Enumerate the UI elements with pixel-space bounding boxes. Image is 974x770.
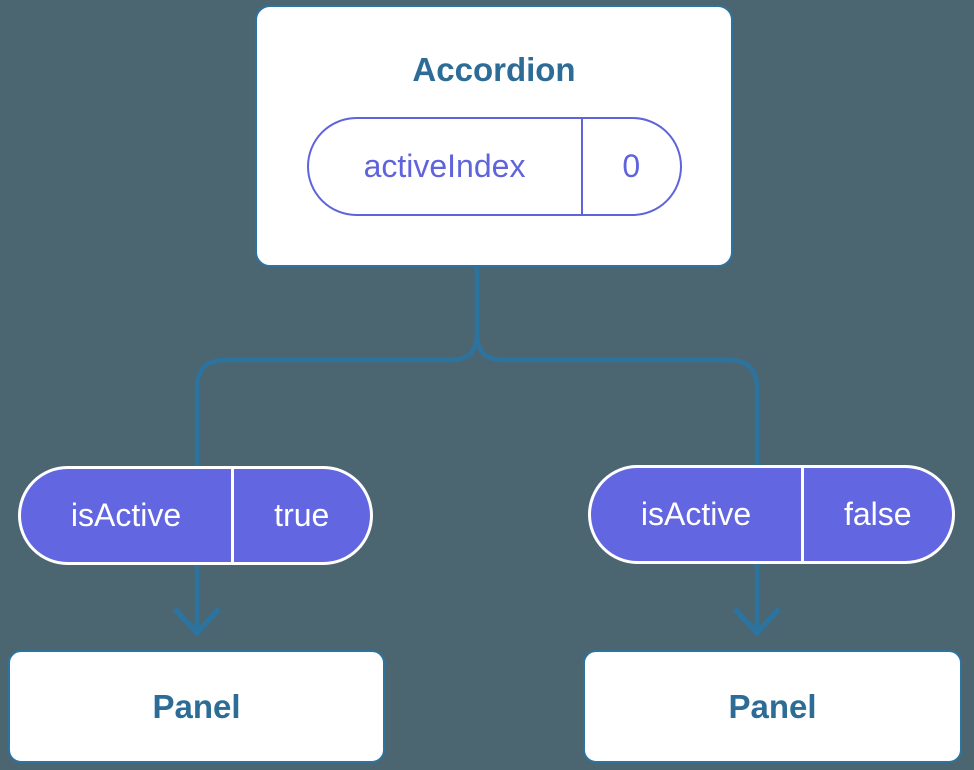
pill-divider: [231, 469, 234, 562]
state-value-label: 0: [622, 148, 641, 184]
left-connector-line: [194, 266, 480, 632]
pill-divider: [801, 468, 804, 561]
prop-pill-isactive-true: isActive true: [18, 466, 373, 565]
prop-value-label: false: [843, 496, 912, 532]
panel-title: Panel: [728, 687, 817, 725]
panel-node-left: Panel: [8, 650, 385, 763]
prop-name-label: isActive: [70, 497, 182, 533]
state-pill: activeIndex 0: [306, 117, 682, 216]
left-arrow-icon: [172, 607, 222, 638]
prop-name-label: isActive: [640, 496, 752, 532]
accordion-node: Accordion activeIndex 0: [255, 5, 733, 267]
accordion-title: Accordion: [412, 51, 576, 88]
state-name-label: activeIndex: [363, 148, 526, 184]
panel-title: Panel: [152, 687, 241, 725]
prop-pill-isactive-false: isActive false: [588, 465, 955, 564]
right-arrow-icon: [732, 607, 782, 638]
right-connector-line: [474, 266, 760, 632]
pill-divider: [580, 119, 583, 214]
panel-node-right: Panel: [583, 650, 962, 763]
prop-value-label: true: [274, 497, 330, 533]
